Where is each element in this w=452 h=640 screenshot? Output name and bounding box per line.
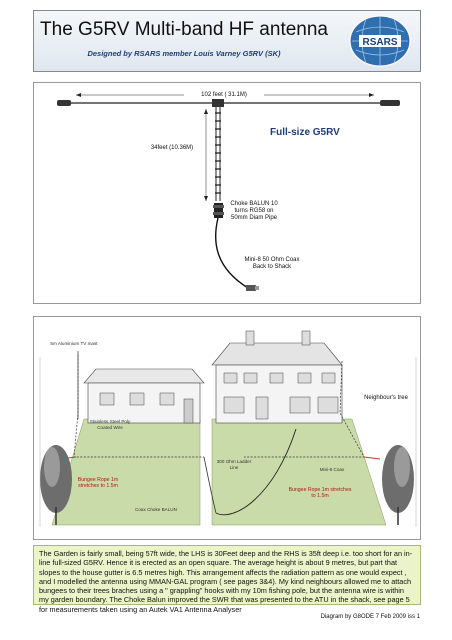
rsars-logo: RSARS (349, 15, 411, 67)
tree-label: Neighbour's tree (364, 395, 408, 401)
mast-label: 5m Aluminium TV mast (50, 341, 98, 346)
antenna-diagram-panel: 102 feet ( 31.1M) 34feet (10.36M) Full-s… (33, 82, 421, 304)
bungee-right-label: Bungee Rope 1m stretches to 1.5m (288, 487, 352, 499)
garden-layout-panel: 5m Aluminium TV mast Neighbour's tree St… (33, 316, 421, 540)
description-box: The Garden is fairly small, being 57ft w… (33, 545, 421, 614)
bungee-left-label: Bungee Rope 1m stretches to 1.5m (77, 477, 119, 489)
page-title: The G5RV Multi-band HF antenna (40, 19, 328, 40)
antenna-diagram (57, 90, 400, 291)
logo-text: RSARS (362, 37, 397, 48)
garden-diagram (39, 330, 417, 527)
page-subtitle: Designed by RSARS member Louis Varney G5… (87, 49, 281, 58)
coax-label: Mini-8 50 Ohm Coax Back to Shack (244, 257, 300, 270)
span-label: 102 feet ( 31.1M) (201, 92, 247, 98)
header-banner: The G5RV Multi-band HF antenna Designed … (33, 10, 421, 72)
feeder-length-label: 34feet (10.36M) (150, 145, 194, 151)
ladder-line-label: 300 Ohm Ladder Line (216, 459, 252, 470)
fullsize-label: Full-size G5RV (270, 127, 340, 138)
choke-balun-label: Coax Choke BALUN (135, 507, 177, 512)
diagram-credit: Diagram by G8ODE 7 Feb 2009 iss 1 (320, 614, 420, 620)
wire-label: Stainless Steel Poly Coated Wire (89, 419, 131, 430)
mini8-coax-label: Mini-8 Coax (319, 467, 345, 472)
balun-label: Choke BALUN 10 turns RG58 on 50mm Diam P… (230, 201, 278, 221)
